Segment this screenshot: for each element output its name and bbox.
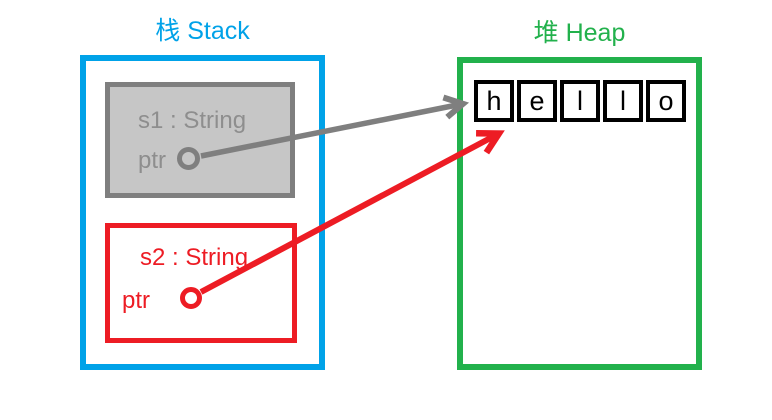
s2-ptr-label: ptr xyxy=(122,287,151,314)
s1-pointer-origin-icon xyxy=(177,147,200,170)
stack-title: 栈 Stack xyxy=(155,17,250,45)
heap-cell: l xyxy=(560,80,600,122)
heap-cell: o xyxy=(646,80,686,122)
heap-title: 堆 Heap xyxy=(533,19,626,47)
s1-label: s1 : String xyxy=(138,107,247,134)
heap-cell: l xyxy=(603,80,643,122)
heap-cell: h xyxy=(474,80,514,122)
heap-cell: e xyxy=(517,80,557,122)
heap-string-cells: h e l l o xyxy=(474,80,686,122)
frame-s1: s1 : String ptr xyxy=(105,82,295,198)
s2-label: s2 : String xyxy=(140,244,249,271)
s1-ptr-label: ptr xyxy=(138,147,167,174)
frame-s2: s2 : String ptr xyxy=(105,223,297,343)
s2-pointer-origin-icon xyxy=(180,287,202,309)
